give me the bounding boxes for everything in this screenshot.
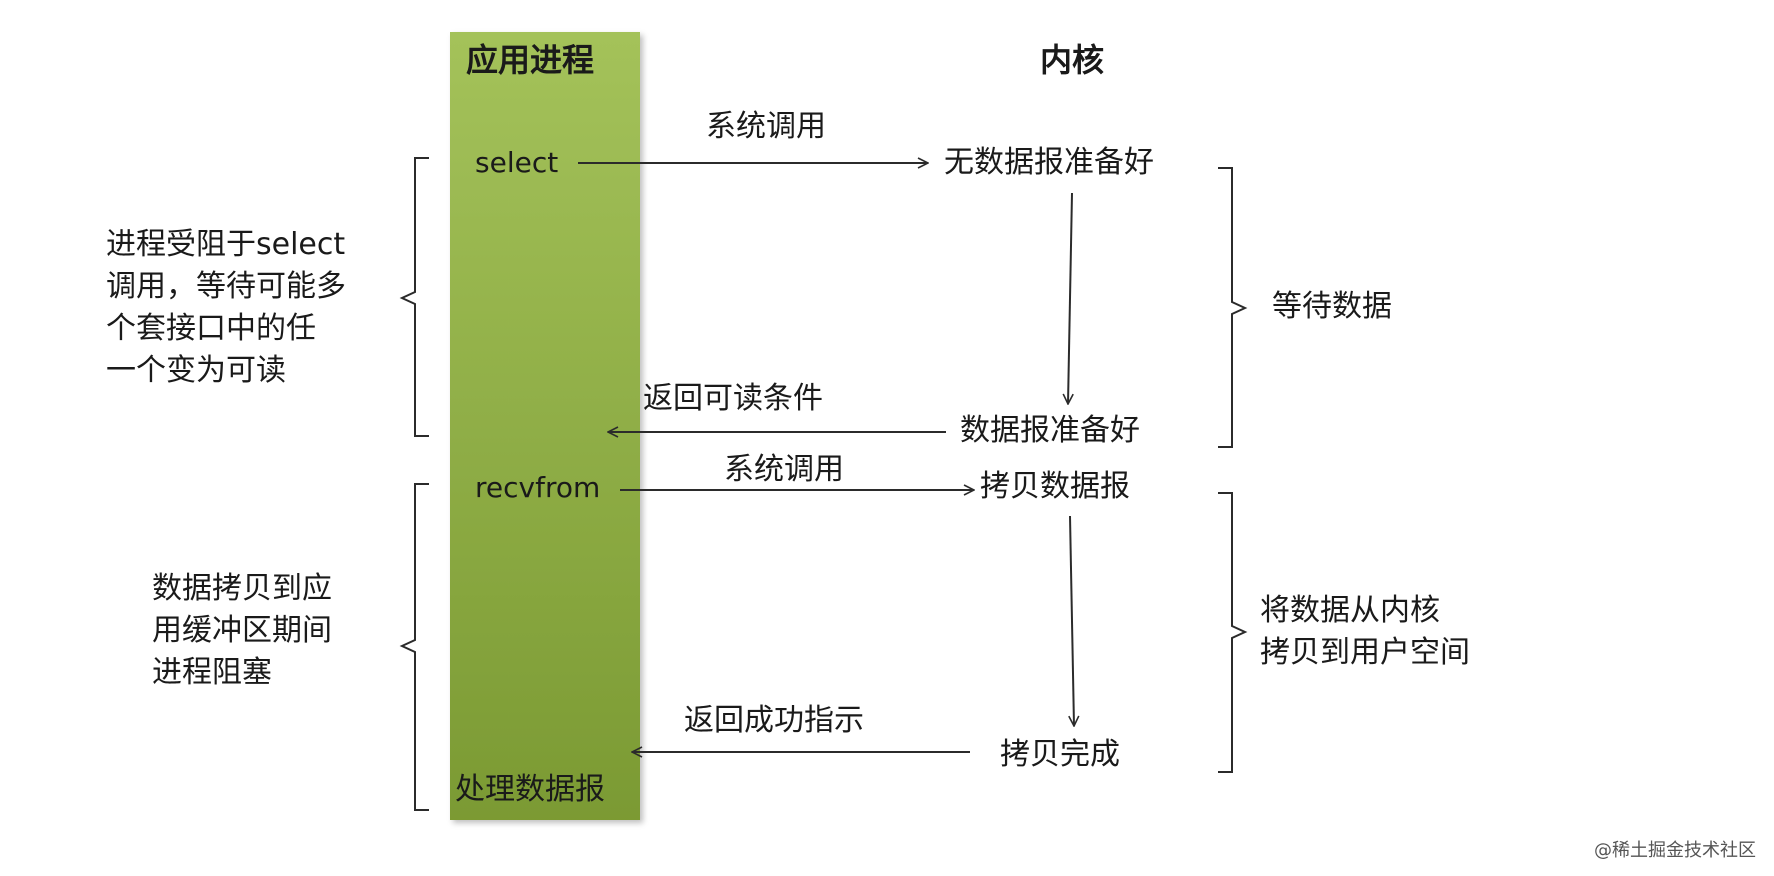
copy-complete-label: 拷贝完成: [1000, 737, 1120, 772]
kernel-column-title: 内核: [1040, 41, 1105, 79]
no-datagram-ready-label: 无数据报准备好: [944, 145, 1154, 180]
select-blocked-note-line: 一个变为可读: [106, 353, 286, 388]
copy-blocked-note-line: 用缓冲区期间: [152, 613, 332, 648]
wait-data-note: 等待数据: [1272, 289, 1392, 324]
copy-to-user-note-line: 将数据从内核: [1260, 593, 1440, 628]
process-datagram-label: 处理数据报: [455, 772, 605, 807]
syscall-label-2: 系统调用: [724, 452, 844, 487]
select-blocked-note-line: 进程受阻于select: [106, 227, 346, 262]
select-blocked-note-line: 调用，等待可能多: [106, 269, 346, 304]
datagram-ready-label: 数据报准备好: [960, 413, 1140, 448]
copy-datagram-label: 拷贝数据报: [980, 469, 1130, 504]
syscall-label-1: 系统调用: [706, 109, 826, 144]
return-readable-label: 返回可读条件: [643, 381, 823, 416]
select-call-label: select: [475, 146, 559, 179]
select-blocked-note: 进程受阻于select 调用，等待可能多 个套接口中的任 一个变为可读: [106, 224, 346, 392]
return-success-label: 返回成功指示: [684, 703, 864, 738]
right-brace-copy: [1218, 492, 1248, 773]
recvfrom-call-label: recvfrom: [475, 471, 601, 504]
copy-to-user-note: 将数据从内核 拷贝到用户空间: [1260, 590, 1470, 674]
watermark: @稀土掘金技术社区: [1594, 840, 1756, 861]
right-brace-wait: [1218, 167, 1248, 448]
left-brace-select: [399, 157, 429, 437]
copy-blocked-note-line: 进程阻塞: [152, 655, 272, 690]
select-blocked-note-line: 个套接口中的任: [106, 311, 316, 346]
copy-to-user-note-line: 拷贝到用户空间: [1260, 635, 1470, 670]
arrow-wait-down: [1068, 192, 1072, 404]
left-brace-copy: [399, 483, 429, 811]
arrow-copy-down: [1070, 515, 1074, 726]
copy-blocked-note-line: 数据拷贝到应: [152, 571, 332, 606]
copy-blocked-note: 数据拷贝到应 用缓冲区期间 进程阻塞: [152, 568, 332, 694]
process-column-title: 应用进程: [466, 41, 595, 79]
